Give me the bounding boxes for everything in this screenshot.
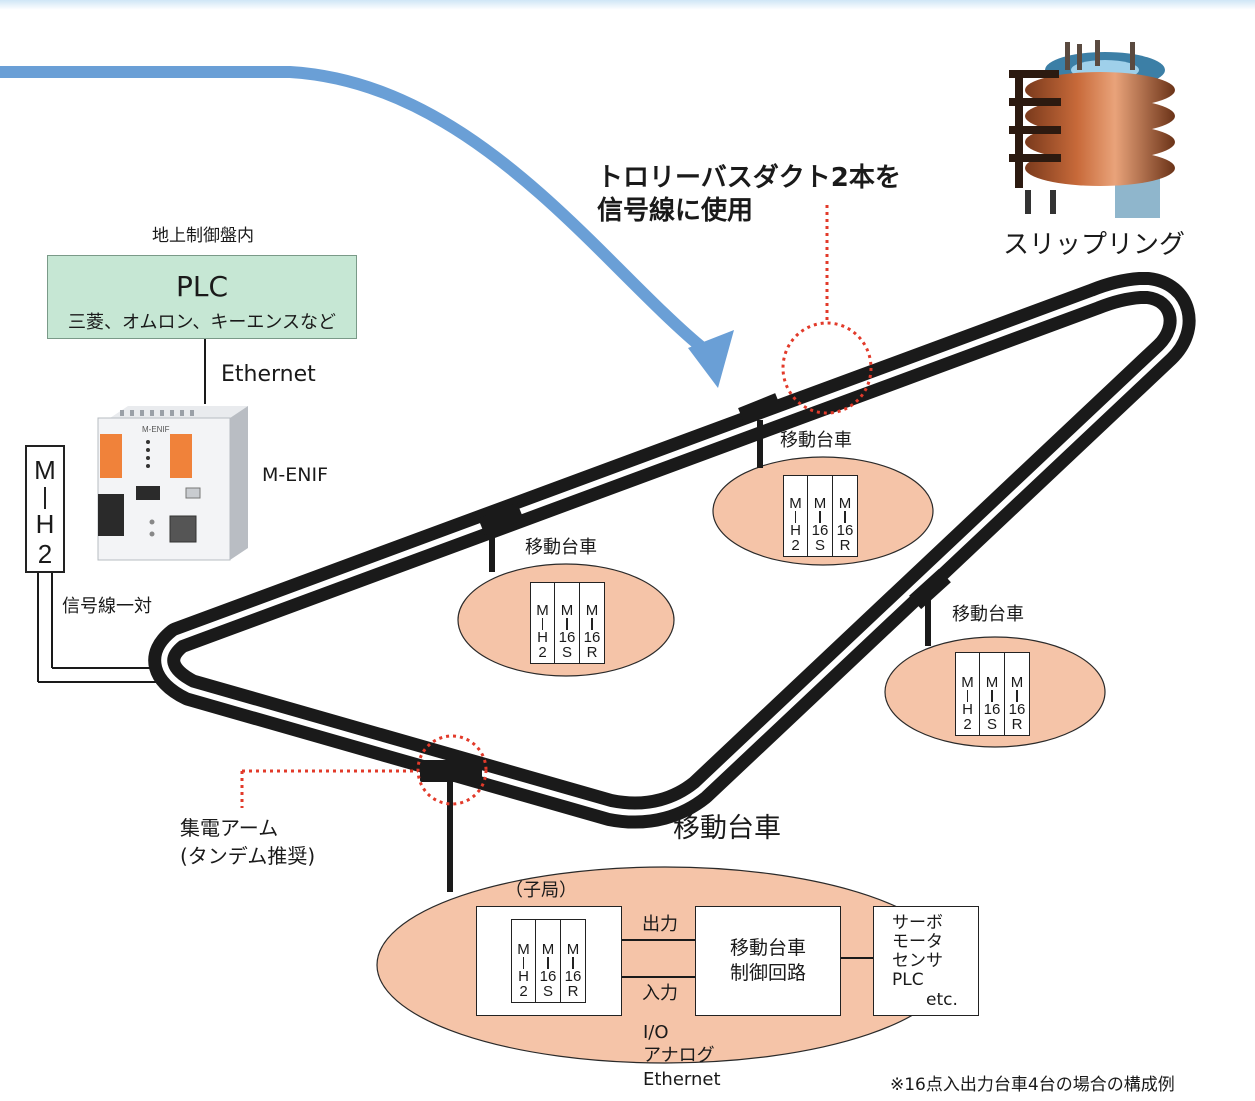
collector-arm-note: (タンデム推奨) [180,844,316,868]
signal-type-analog: アナログ [643,1045,715,1066]
controller-line2: 制御回路 [729,962,807,984]
cart-label-right-top: 移動台車 [780,430,852,451]
cart-control-circuit-box: 移動台車 制御回路 [695,906,841,1016]
device-motor: モータ [892,932,943,952]
m-enif-device: M-ENIF [97,406,248,561]
blue-arrow-shaft [0,66,709,355]
slip-ring-photo [1009,40,1175,218]
cart-label-right: 移動台車 [952,604,1024,625]
device-plc: PLC [892,970,924,990]
footnote: ※16点入出力台車4台の場合の構成例 [890,1075,1175,1095]
signal-type-ethernet: Ethernet [643,1069,721,1090]
collector-shoes [420,393,951,782]
mh2-unit-m: M [34,455,56,485]
signal-type-io: I/O [643,1022,669,1043]
main-cart-title: 移動台車 [673,813,781,844]
m-enif-front-label: M-ENIF [142,425,170,434]
blue-arrow-head [688,330,734,388]
output-label: 出力 [642,914,678,935]
plc-box: PLC 三菱、オムロン、キーエンスなど [47,255,357,339]
top-gradient-bar [0,0,1255,10]
ethernet-link-label: Ethernet [221,362,316,387]
trolley-note-line2: 信号線に使用 [597,196,754,226]
cart-label-center: 移動台車 [525,537,597,558]
mh2-unit: M H 2 [25,445,65,573]
collector-arm-label: 集電アーム [180,816,279,840]
red-dotted-highlights [240,205,873,808]
m-enif-label: M-ENIF [262,464,328,486]
controller-line1: 移動台車 [729,937,807,959]
plc-makers: 三菱、オムロン、キーエンスなど [67,312,337,333]
input-label: 入力 [642,983,678,1004]
main-cart-wiring [621,939,874,978]
device-servo: サーボ [892,913,943,933]
panel-header: 地上制御盤内 [152,226,254,246]
slave-station-label: （子局） [505,880,577,901]
device-sensor: センサ [892,951,943,971]
plc-title: PLC [175,270,229,303]
mh2-unit-bar [44,487,46,509]
panel-wiring [37,339,206,683]
slip-ring-label: スリップリング [1002,230,1186,260]
trolley-note-line1: トロリーバスダクト2本を [597,163,901,193]
collector-poles [447,420,931,892]
signal-pair-label: 信号線一対 [62,596,152,617]
mh2-unit-2: 2 [37,539,53,569]
trolley-rail-loop [148,272,1196,829]
device-etc: etc. [926,990,958,1010]
device-box: サーボ モータ センサ PLC etc. [873,906,979,1016]
mh2-unit-h: H [35,509,55,539]
